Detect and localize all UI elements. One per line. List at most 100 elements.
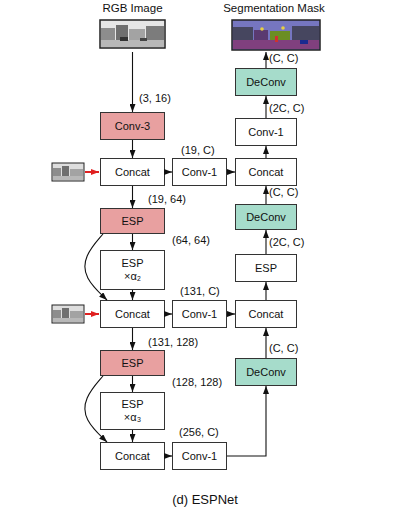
building	[70, 169, 83, 176]
tensor-shape: (C, C)	[269, 186, 298, 198]
mask-building	[254, 30, 268, 40]
flow-arrow	[132, 328, 133, 350]
flow-arrow	[132, 376, 133, 392]
building	[116, 25, 128, 40]
node-text: DeConv	[246, 76, 286, 89]
node-text: ESP	[255, 262, 277, 275]
flow-arrow	[132, 186, 133, 208]
node-text: Conv-3	[115, 120, 150, 133]
flow-arrow	[265, 146, 266, 158]
flow-arrow	[265, 328, 266, 358]
esp-repeat-box: ESP ×α₂	[100, 250, 165, 290]
input-image: RGB Image	[95, 2, 170, 52]
mask-car	[300, 40, 308, 44]
conv-box: Conv-1	[172, 300, 227, 328]
tensor-shape: (19, C)	[181, 144, 215, 156]
node-text: DeConv	[246, 211, 286, 224]
mask-sign	[281, 26, 285, 30]
node-text: Conv-1	[248, 126, 283, 139]
flow-arrow	[265, 52, 266, 68]
tensor-shape: (131, 128)	[148, 336, 198, 348]
tensor-shape: (128, 128)	[172, 376, 222, 388]
building	[101, 28, 115, 40]
flow-arrow	[132, 430, 133, 442]
mask-vegetation	[270, 31, 290, 40]
car	[140, 38, 147, 41]
tensor-shape: (2C, C)	[269, 236, 304, 248]
input-arrow	[85, 171, 99, 173]
figure-caption: (d) ESPNet	[140, 492, 270, 507]
flow-arrow	[85, 234, 107, 300]
building	[53, 168, 61, 176]
building	[62, 166, 69, 176]
node-text: RGB Image	[102, 2, 162, 15]
node-text: Conv-1	[182, 450, 217, 463]
esp-box: ESP	[100, 208, 165, 234]
concat-box: Concat	[235, 300, 297, 328]
concat-box: Concat	[100, 158, 165, 186]
flow-arrow	[265, 282, 266, 300]
concat-box: Concat	[100, 442, 165, 470]
rgb-thumbnail	[100, 20, 165, 48]
node-text: Concat	[115, 308, 150, 321]
tensor-shape: (256, C)	[179, 426, 219, 438]
tensor-shape: (2C, C)	[269, 102, 304, 114]
mask-thumbnail	[232, 20, 320, 50]
building	[70, 311, 83, 318]
flow-arrow	[265, 96, 266, 118]
input-thumbnail	[52, 163, 99, 181]
road	[53, 176, 83, 180]
node-text: ESP ×α₂	[118, 257, 148, 283]
photo-frame	[100, 20, 165, 48]
esp-box: ESP	[235, 254, 297, 282]
node-text: Concat	[115, 166, 150, 179]
flow-arrow	[165, 455, 172, 456]
flow-arrow	[165, 313, 172, 314]
flow-arrow	[165, 171, 172, 172]
flow-arrow	[227, 171, 235, 172]
building	[53, 310, 61, 318]
tensor-shape: (19, 64)	[148, 193, 186, 205]
esp-box: ESP	[100, 350, 165, 376]
concat-box: Concat	[100, 300, 165, 328]
flow-arrow	[227, 313, 235, 314]
building	[62, 308, 69, 318]
tensor-shape: (131, C)	[180, 285, 220, 297]
building	[146, 26, 164, 40]
tensor-shape: (3, 16)	[139, 92, 171, 104]
photo-frame	[52, 163, 84, 181]
flow-arrow	[265, 230, 266, 254]
flow-arrow	[265, 186, 266, 204]
node-text: ESP	[121, 357, 143, 370]
conv-box: Conv-1	[172, 442, 227, 470]
deconv-box: DeConv	[235, 68, 297, 96]
road	[53, 318, 83, 322]
mask-building	[233, 27, 253, 40]
mask-building	[292, 26, 319, 40]
node-text: ESP ×α₃	[118, 398, 148, 424]
tensor-shape: (C, C)	[269, 342, 298, 354]
concat-box: Concat	[235, 158, 297, 186]
tensor-shape: (64, 64)	[172, 234, 210, 246]
node-text: DeConv	[246, 366, 286, 379]
car	[120, 37, 128, 41]
deconv-box: DeConv	[235, 358, 297, 386]
conv-box: Conv-1	[172, 158, 227, 186]
input-thumbnail	[52, 305, 99, 323]
flow-arrow	[227, 386, 266, 456]
flow-arrow	[132, 234, 133, 250]
mask-person	[275, 36, 278, 42]
node-text: Concat	[249, 166, 284, 179]
esp-repeat-box: ESP ×α₃	[100, 392, 165, 430]
road	[101, 40, 164, 47]
flow-arrow	[85, 376, 107, 442]
node-text: Concat	[115, 450, 150, 463]
flow-arrow	[132, 52, 133, 112]
conv-box: Conv-3	[100, 112, 165, 140]
node-text: Conv-1	[182, 308, 217, 321]
tensor-shape: (C, C)	[269, 52, 298, 64]
mask-frame	[232, 20, 320, 50]
input-arrow	[85, 313, 99, 315]
